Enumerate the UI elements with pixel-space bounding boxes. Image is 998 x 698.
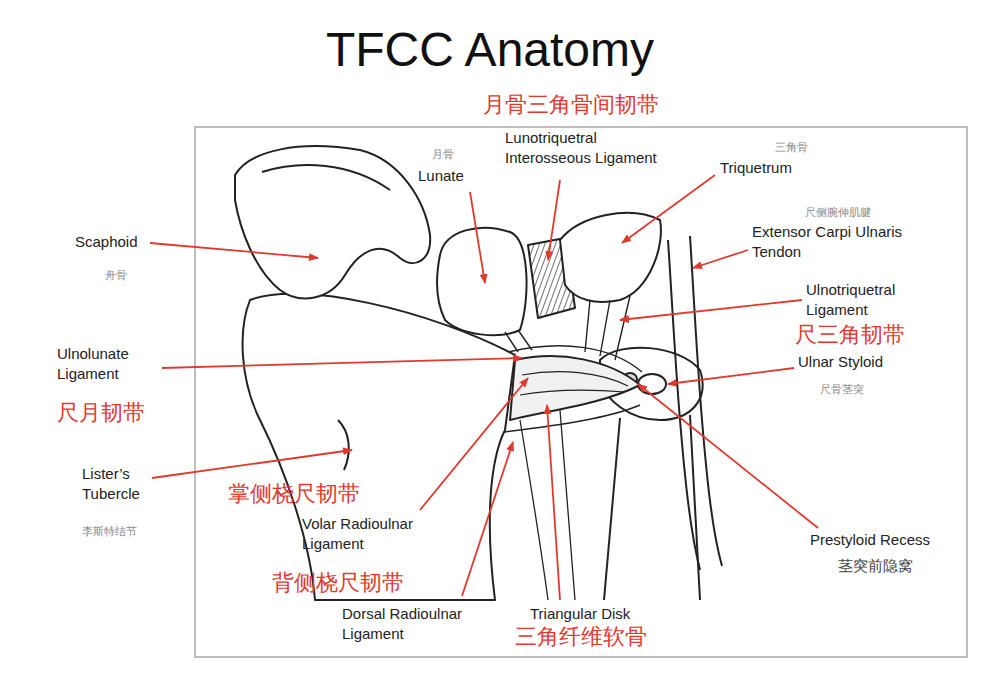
part-label: Lister’s Tubercle <box>82 464 182 503</box>
leader-line <box>548 180 560 260</box>
part-label: 茎突前隐窝 <box>838 556 913 576</box>
part-label: Volar Radioulnar Ligament <box>302 514 432 553</box>
part-label: Triquetrum <box>720 158 792 178</box>
ecu-tendon <box>690 236 722 566</box>
leader-line <box>152 450 352 478</box>
part-label: Lunotriquetral Interosseous Ligament <box>505 128 685 167</box>
dorsal-band <box>505 405 640 432</box>
part-label: Ulnar Styloid <box>798 352 883 372</box>
leader-lines <box>150 175 818 600</box>
leader-line <box>470 192 485 283</box>
ulnar-styloid <box>638 374 666 394</box>
panel-frame <box>195 127 967 657</box>
ulna-shaft <box>604 415 700 600</box>
part-label: 李斯特结节 <box>82 524 137 538</box>
disk-fibers <box>520 372 628 395</box>
part-label: Scaphoid <box>75 232 138 252</box>
leader-line <box>693 250 748 268</box>
part-label: 掌侧桡尺韧带 <box>228 481 360 506</box>
leader-line <box>162 358 522 368</box>
leader-line <box>462 442 513 596</box>
leader-line <box>620 300 802 320</box>
leader-line <box>638 384 818 528</box>
part-label: 三角纤维软骨 <box>515 624 647 649</box>
ecu-tendon <box>668 240 700 570</box>
part-label: Extensor Carpi Ulnaris Tendon <box>752 222 952 261</box>
diagram-title: TFCC Anatomy <box>240 24 740 77</box>
leader-line <box>150 243 318 258</box>
part-label: Triangular Disk <box>530 604 630 624</box>
part-label: 月骨三角骨间韧带 <box>483 92 659 117</box>
leader-line <box>668 368 794 384</box>
scaphoid-contour <box>262 165 390 190</box>
lunate-bone <box>437 228 526 335</box>
part-label: 尺三角韧带 <box>795 322 905 347</box>
part-label: 尺月韧带 <box>57 400 145 425</box>
ulnocarpal-ligaments <box>505 296 630 360</box>
volar-band <box>508 346 642 372</box>
part-label: 背侧桡尺韧带 <box>272 570 404 595</box>
fiber-lines <box>520 410 575 600</box>
scaphoid-bone <box>235 146 430 298</box>
part-label: Prestyloid Recess <box>810 530 930 550</box>
part-label: Dorsal Radioulnar Ligament <box>342 604 502 643</box>
leader-line <box>622 175 715 243</box>
part-label: Ulnolunate Ligament <box>57 344 167 383</box>
part-label: 舟骨 <box>105 268 127 282</box>
part-label: 尺侧腕伸肌腱 <box>805 205 871 219</box>
part-label: 尺骨茎突 <box>820 382 864 396</box>
part-label: Ulnotriquetral Ligament <box>806 280 946 319</box>
radius-bone <box>243 294 515 600</box>
lister-tubercle <box>338 420 349 470</box>
part-label: 三角骨 <box>775 140 808 154</box>
part-label: Lunate <box>418 166 464 186</box>
triangular-disk <box>510 356 640 420</box>
part-label: 月骨 <box>432 147 454 161</box>
leader-line <box>547 405 560 600</box>
